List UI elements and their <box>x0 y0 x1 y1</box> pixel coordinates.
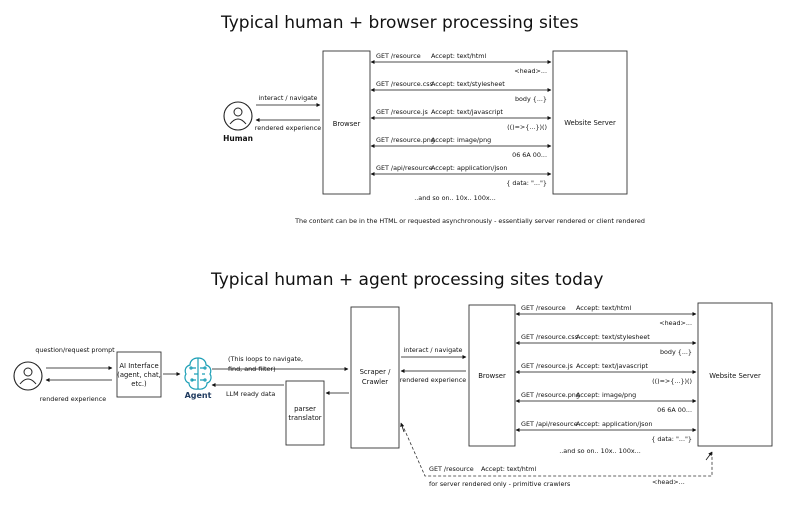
response-sample: (()=>{...})() <box>507 123 547 131</box>
loops-line2: find, and filter) <box>228 365 276 373</box>
request-path: GET /resource.css <box>376 80 434 88</box>
request-path: GET /resource.png <box>521 391 580 399</box>
top-rendered-label: rendered experience <box>255 124 321 132</box>
request-path: GET /api/resource <box>521 420 578 428</box>
response-sample: <head>... <box>659 319 692 327</box>
bottom-rendered-label: rendered experience <box>400 376 466 384</box>
bottom-server-box <box>697 302 773 447</box>
primitive-crawler-path <box>401 423 713 477</box>
primitive-req-label: GET /resource <box>429 465 474 473</box>
agent-label: Agent <box>185 391 212 400</box>
request-path: GET /api/resource <box>376 164 433 172</box>
response-sample: (()=>{...})() <box>652 377 692 385</box>
brain-icon <box>184 357 212 390</box>
response-sample: { data: "..."} <box>506 179 547 187</box>
bottom-browser-box <box>468 304 516 447</box>
scraper-line2: Crawler <box>362 378 388 386</box>
request-accept: Accept: text/stylesheet <box>431 80 505 88</box>
top-requests: GET /resource Accept: text/html <head>... G… <box>370 52 552 187</box>
response-sample: body {...} <box>660 348 692 356</box>
response-sample: { data: "..."} <box>651 435 692 443</box>
scraper-line1: Scraper / <box>360 368 391 376</box>
top-more-label: ..and so on.. 10x.. 100x... <box>414 194 496 202</box>
request-accept: Accept: image/png <box>576 391 636 399</box>
bottom-browser-label: Browser <box>478 372 506 380</box>
llm-ready-label: LLM ready data <box>226 390 275 398</box>
human-icon-bottom <box>13 361 43 391</box>
request-accept: Accept: text/stylesheet <box>576 333 650 341</box>
top-browser-box <box>322 50 371 195</box>
top-browser-label: Browser <box>333 120 361 128</box>
human-icon <box>223 101 253 131</box>
ai-interface-box <box>116 351 162 398</box>
request-accept: Accept: text/javascript <box>576 362 648 370</box>
request-accept: Accept: text/javascript <box>431 108 503 116</box>
request-path: GET /resource.js <box>521 362 574 370</box>
request-accept: Accept: image/png <box>431 136 491 144</box>
top-server-label: Website Server <box>564 119 616 127</box>
request-accept: Accept: text/html <box>576 304 632 312</box>
bottom-server-label: Website Server <box>709 372 761 380</box>
bottom-more-label: ..and so on.. 10x.. 100x... <box>559 447 641 455</box>
request-path: GET /resource.css <box>521 333 579 341</box>
human-label: Human <box>223 134 253 143</box>
primitive-resp-label: <head>... <box>652 478 685 486</box>
request-accept: Accept: text/html <box>431 52 487 60</box>
top-note: The content can be in the HTML or reques… <box>294 217 645 225</box>
parser-line1: parser <box>294 405 316 413</box>
parser-line2: translator <box>288 414 321 422</box>
scraper-box <box>350 306 400 449</box>
request-path: GET /resource.js <box>376 108 429 116</box>
response-sample: 06 6A 00... <box>512 151 547 159</box>
primitive-arrow-server <box>705 451 713 461</box>
ai-interface-line1: AI Interface <box>119 362 158 370</box>
response-sample: body {...} <box>515 95 547 103</box>
top-server-box <box>552 50 628 195</box>
loops-line1: (This loops to navigate, <box>228 355 303 363</box>
rendered-human-label: rendered experience <box>40 395 106 403</box>
request-accept: Accept: application/json <box>431 164 507 172</box>
ai-interface-line3: etc.) <box>131 380 147 388</box>
top-title: Typical human + browser processing sites <box>220 13 579 33</box>
primitive-accept-label: Accept: text/html <box>481 465 537 473</box>
response-sample: <head>... <box>514 67 547 75</box>
top-interact-label: interact / navigate <box>259 94 318 102</box>
bottom-interact-label: interact / navigate <box>404 346 463 354</box>
request-path: GET /resource <box>376 52 421 60</box>
bottom-requests: GET /resource Accept: text/html <head>... G… <box>515 304 697 443</box>
request-path: GET /resource <box>521 304 566 312</box>
question-label: question/request prompt <box>35 346 115 354</box>
bottom-title: Typical human + agent processing sites t… <box>210 270 603 290</box>
ai-interface-line2: (agent, chat, <box>117 371 161 379</box>
response-sample: 06 6A 00... <box>657 406 692 414</box>
primitive-arrow-up <box>400 422 405 433</box>
request-accept: Accept: application/json <box>576 420 652 428</box>
primitive-note: for server rendered only - primitive cra… <box>429 480 571 488</box>
request-path: GET /resource.png <box>376 136 435 144</box>
parser-box <box>285 380 325 446</box>
